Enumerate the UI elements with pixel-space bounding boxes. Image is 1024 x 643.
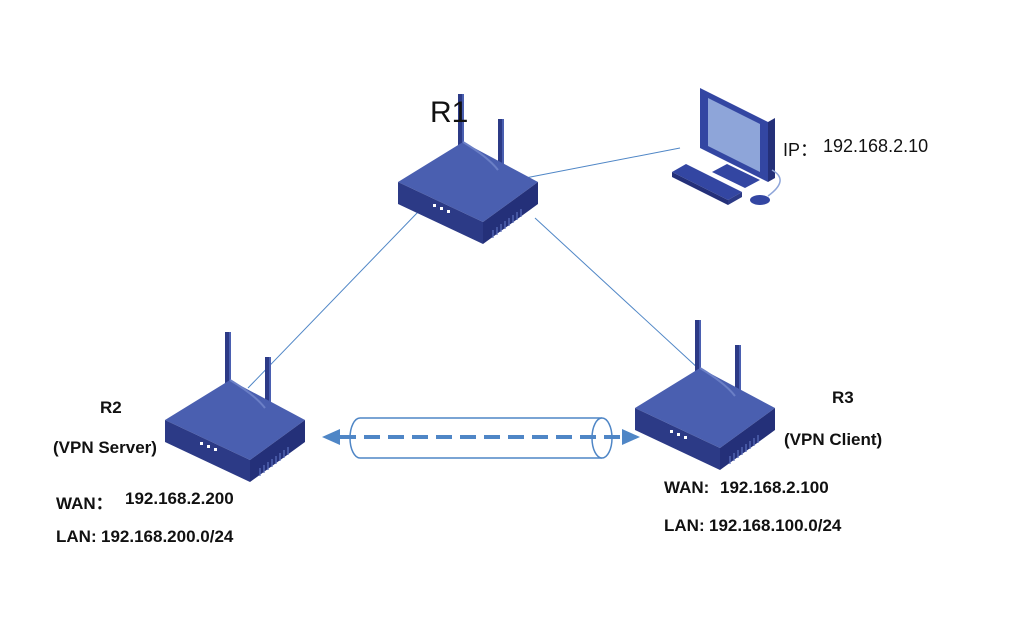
r3-lan-value: 192.168.100.0/24 (709, 516, 842, 535)
r3-wan-value: 192.168.2.100 (720, 478, 829, 497)
r2-wan-label: WAN： (56, 494, 113, 513)
r3-lan-label: LAN: (664, 516, 705, 535)
r1-name: R1 (430, 96, 469, 129)
r2-lan-value: 192.168.200.0/24 (101, 527, 234, 546)
link-r1-pc (514, 147, 681, 181)
r2-wan-value: 192.168.2.200 (125, 489, 234, 508)
r2-role: (VPN Server) (53, 438, 157, 457)
link-r1-r2 (247, 211, 419, 389)
router-icon-r3[interactable] (634, 319, 776, 471)
r2-name: R2 (100, 398, 122, 417)
r2-lan-label: LAN: (56, 527, 97, 546)
r3-name: R3 (832, 388, 854, 407)
vpn-tunnel-icon (322, 417, 640, 459)
pc-ip-label: IP： (783, 140, 819, 160)
computer-icon[interactable] (672, 88, 781, 205)
pc-ip-value: 192.168.2.10 (823, 136, 929, 156)
router-icon-r2[interactable] (164, 331, 306, 483)
link-r1-r3 (534, 217, 701, 371)
r3-wan-label: WAN: (664, 478, 710, 497)
r3-role: (VPN Client) (784, 430, 883, 449)
